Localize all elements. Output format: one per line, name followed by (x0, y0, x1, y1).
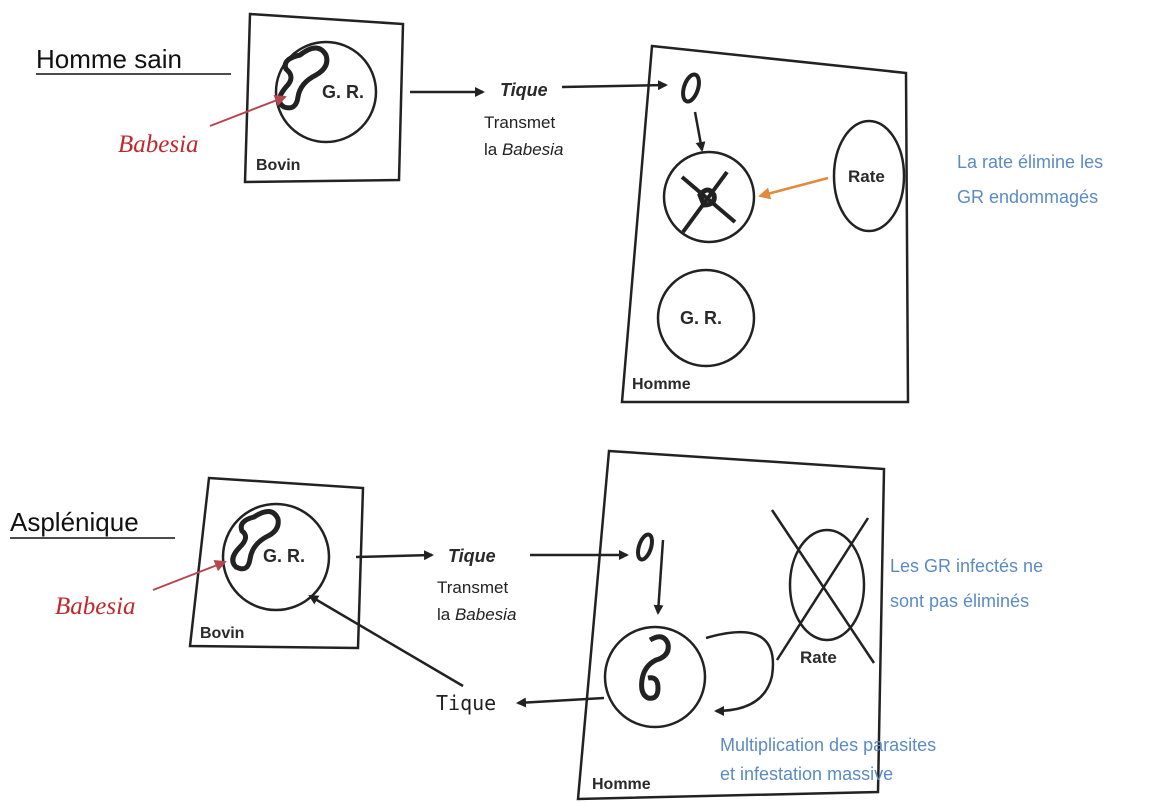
transmet-babesia-line: la Babesia (484, 140, 563, 159)
gr-label-2: G. R. (680, 308, 722, 328)
arrow-tique-to-homme (561, 80, 668, 91)
multiplying-parasite-icon (639, 634, 671, 701)
red-blood-cell-2 (221, 502, 331, 612)
section-asplenique: Asplénique G. R. Bovin Babesia Tique Tra… (10, 449, 1043, 801)
infected-rbc (603, 625, 707, 729)
bovin-label-2: Bovin (200, 625, 244, 642)
healthy-rbc (656, 268, 756, 368)
rate-label: Rate (848, 167, 885, 186)
bovin-panel-2 (188, 476, 365, 650)
gr-label-3: G. R. (263, 546, 305, 566)
note-infected-line-2: sont pas éliminés (890, 591, 1029, 611)
homme-label: Homme (632, 376, 691, 393)
spleen (832, 119, 906, 233)
red-blood-cell (274, 40, 378, 144)
babesia-label: Babesia (118, 131, 199, 158)
gr-label: G. R. (322, 82, 364, 102)
homme-panel (620, 44, 910, 404)
homme-panel-2 (576, 449, 886, 801)
parasite-icon-2 (636, 532, 654, 562)
arrow-tique-to-bovin (308, 594, 464, 688)
note-line-2: GR endommagés (957, 187, 1098, 207)
bovin-label: Bovin (256, 157, 300, 174)
babesia-arrow-2 (152, 560, 227, 591)
damaged-rbc (662, 150, 756, 244)
arrow-bovin-to-tique-2 (355, 550, 434, 561)
tique-return-label: Tique (436, 691, 496, 715)
arrow-parasite-down-2 (653, 539, 665, 615)
tique-label-2: Tique (448, 546, 496, 566)
spleen-2 (788, 528, 866, 642)
damaged-parasite-icon (697, 187, 717, 208)
note-infected-line-1: Les GR infectés ne (890, 556, 1043, 576)
note-line-1: La rate élimine les (957, 152, 1103, 172)
transmet-babesia-line-2: la Babesia (437, 605, 516, 624)
babesia-label-2: Babesia (55, 593, 136, 620)
note-multiplication-line-2: et infestation massive (720, 764, 893, 784)
rate-label-2: Rate (800, 648, 837, 667)
babesia-parasite-icon-2 (230, 509, 281, 572)
transmet-label-2: Transmet (437, 578, 508, 597)
arrow-homme-to-tique (516, 696, 605, 708)
title-homme-sain: Homme sain (36, 44, 182, 74)
bovin-panel (243, 12, 405, 184)
transmet-label: Transmet (484, 113, 555, 132)
babesia-arrow (209, 95, 287, 127)
tique-label: Tique (500, 80, 548, 100)
section-homme-sain: Homme sain G. R. Bovin Babesia Tique Tra… (36, 12, 1103, 404)
title-asplenique: Asplénique (10, 507, 139, 537)
spleen-cross-line-2 (775, 517, 870, 661)
babesia-parasite-icon (277, 45, 330, 111)
parasite-icon (681, 72, 701, 104)
note-multiplication-line-1: Multiplication des parasites (720, 735, 936, 755)
homme-label-2: Homme (592, 776, 651, 793)
spleen-arrow (758, 176, 829, 200)
arrow-parasite-down (693, 111, 706, 152)
multiplication-loop-arrow (705, 630, 775, 716)
